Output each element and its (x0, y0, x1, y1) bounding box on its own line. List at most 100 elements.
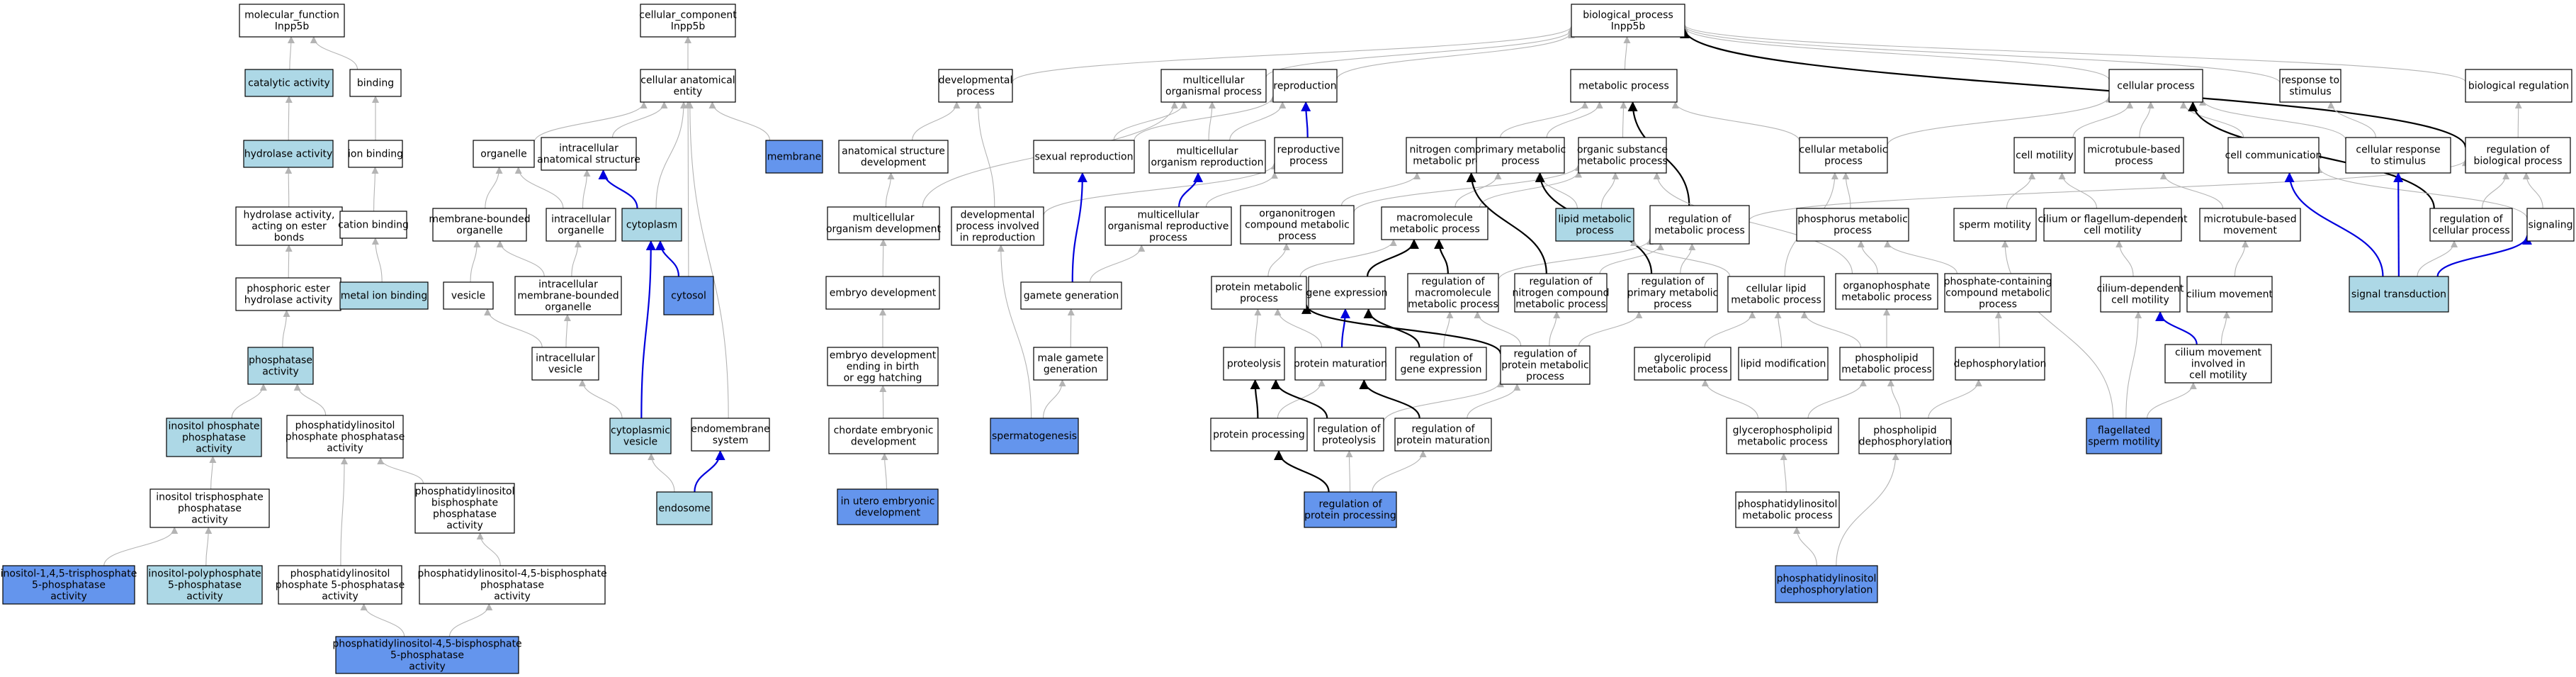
go-term-node-protmat[interactable]: protein maturation (1294, 347, 1387, 381)
go-term-node-organelle[interactable]: organelle (473, 140, 535, 168)
go-term-node-binding[interactable]: binding (349, 69, 402, 97)
go-term-node-dephos[interactable]: dephosphorylation (1954, 347, 2047, 381)
go-term-node-geneexp[interactable]: gene expression (1306, 276, 1388, 310)
go-term-node-endosome[interactable]: endosome (656, 491, 713, 525)
go-term-node-metalion[interactable]: metal ion binding (339, 281, 429, 310)
go-term-node-cytoplasm[interactable]: cytoplasm (621, 208, 682, 242)
go-term-node-ciliummove[interactable]: cilium movement (2186, 276, 2273, 313)
go-term-node-spermatogen[interactable]: spermatogenesis (990, 418, 1079, 454)
go-term-node-ptdins45bis[interactable]: phosphatidylinositol-4,5-bisphosphatepho… (417, 565, 607, 605)
go-term-node-proteolysis[interactable]: proteolysis (1223, 347, 1285, 381)
go-term-node-catalytic[interactable]: catalytic activity (244, 69, 334, 97)
go-term-node-protproc[interactable]: protein processing (1210, 418, 1308, 452)
go-term-node-signaltrans[interactable]: signal transduction (2349, 276, 2449, 313)
go-term-node-inspoly[interactable]: inositol-polyphosphate5-phosphataseactiv… (147, 565, 263, 605)
go-term-node-membrane[interactable]: membrane (765, 140, 823, 174)
go-term-node-vesicle[interactable]: vesicle (443, 281, 494, 310)
go-term-node-ionbind[interactable]: ion binding (348, 140, 403, 168)
go-term-node-cellmot[interactable]: cell motility (2013, 137, 2076, 174)
go-term-node-gametegen[interactable]: gamete generation (1020, 281, 1122, 310)
go-term-node-lipidmod[interactable]: lipid modification (1738, 347, 1829, 381)
go-term-node-metproc[interactable]: metabolic process (1570, 69, 1678, 103)
go-term-node-cellproc[interactable]: cellular process (2108, 69, 2203, 103)
go-term-node-inositoltris[interactable]: inositol trisphosphatephosphataseactivit… (149, 488, 270, 528)
go-term-node-ins145[interactable]: inositol-1,4,5-trisphosphate5-phosphatas… (1, 565, 137, 605)
go-term-node-hydrolase[interactable]: hydrolase activity (243, 140, 334, 168)
go-term-node-ptdinsbis[interactable]: phosphatidylinositolbisphosphatephosphat… (414, 483, 515, 534)
go-term-node-reproduction[interactable]: reproduction (1272, 69, 1338, 103)
go-term-node-cytosol[interactable]: cytosol (663, 276, 714, 315)
go-term-node-embryodev[interactable]: embryo development (825, 276, 940, 310)
go-term-node-bioreg[interactable]: biological regulation (2465, 69, 2572, 103)
go-term-node-sexualrep[interactable]: sexual reproduction (1033, 140, 1135, 174)
go-term-node-spermmot[interactable]: sperm motility (1953, 208, 2037, 242)
go-term-node-ptdins45bis5p[interactable]: phosphatidylinositol-4,5-bisphosphate5-p… (332, 636, 522, 674)
go-term-node-cationbind[interactable]: cation binding (338, 211, 409, 239)
